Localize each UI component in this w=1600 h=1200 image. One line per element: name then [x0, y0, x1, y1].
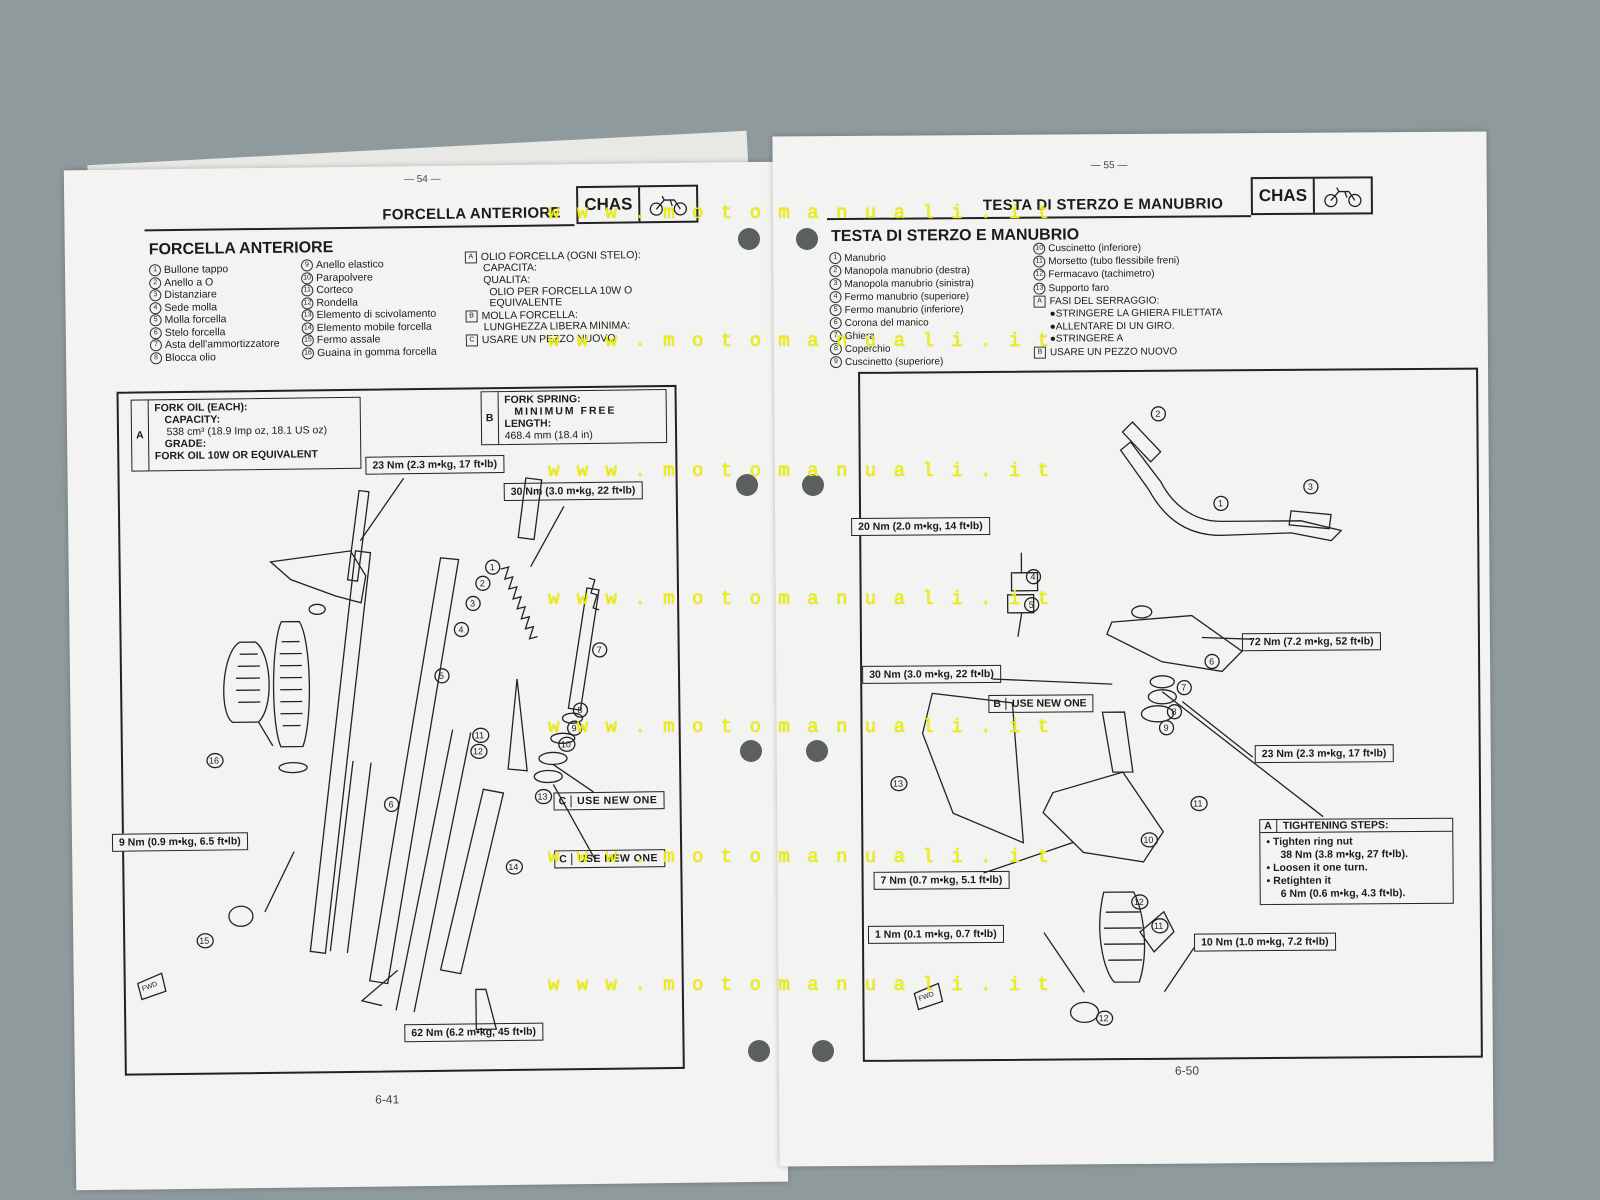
watermark: w w w . m o t o m a n u a l i . i t [547, 974, 1053, 996]
page-number-bottom: 6-41 [375, 1092, 400, 1107]
binder-hole [802, 474, 824, 496]
page-number-bottom: 6-50 [1174, 1063, 1200, 1078]
binder-hole [812, 1040, 834, 1062]
diagram-frame: 20 Nm (2.0 m•kg, 14 ft•lb) 72 Nm (7.2 m•… [851, 367, 1483, 1062]
svg-text:16: 16 [209, 756, 219, 766]
svg-text:13: 13 [537, 792, 547, 802]
svg-text:3: 3 [470, 598, 475, 608]
svg-text:8: 8 [577, 705, 582, 715]
motorcycle-icon [1324, 187, 1362, 208]
watermark: w w w . m o t o m a n u a l i . i t [547, 846, 1053, 868]
svg-text:10: 10 [561, 739, 571, 749]
svg-text:5: 5 [1029, 600, 1034, 610]
steering-head-exploded-diagram: 1 2 3 4 5 6 7 8 9 10 11 12 12 11 13 [890, 406, 1343, 1026]
watermark: w w w . m o t o m a n u a l i . i t [547, 202, 1053, 224]
left-page: — 54 — FORCELLA ANTERIORE CHAS FORCELLA … [63, 161, 789, 1191]
svg-text:12: 12 [1134, 897, 1144, 907]
svg-text:6: 6 [1209, 656, 1214, 666]
diagram-frame: A FORK OIL (EACH): CAPACITY: 538 cm³ (18… [111, 384, 685, 1076]
watermark: w w w . m o t o m a n u a l i . i t [547, 588, 1053, 610]
svg-text:5: 5 [439, 671, 444, 681]
motorcycle-icon [649, 195, 688, 216]
watermark: w w w . m o t o m a n u a l i . i t [547, 460, 1053, 482]
svg-text:11: 11 [475, 730, 484, 740]
svg-text:2: 2 [1155, 409, 1160, 419]
svg-text:12: 12 [1099, 1013, 1109, 1023]
binder-hole [738, 228, 760, 250]
page-number-top: — 55 — [1090, 160, 1128, 172]
svg-text:4: 4 [458, 625, 463, 635]
chas-badge: CHAS [1250, 176, 1374, 216]
right-page: — 55 — TESTA DI STERZO E MANUBRIO CHAS T… [772, 131, 1494, 1167]
svg-text:9: 9 [1164, 723, 1169, 733]
svg-text:8: 8 [1171, 707, 1176, 717]
header-rule [144, 224, 575, 232]
svg-text:1: 1 [1218, 498, 1223, 508]
binder-hole [740, 740, 762, 762]
svg-text:12: 12 [473, 746, 483, 756]
binder-hole [796, 228, 818, 250]
svg-text:2: 2 [480, 578, 485, 588]
binder-hole [736, 474, 758, 496]
svg-text:1: 1 [490, 562, 495, 572]
svg-text:14: 14 [508, 862, 518, 872]
binder-hole [748, 1040, 770, 1062]
note-line: ●STRINGERE LA GHIERA FILETTATA [1049, 307, 1223, 320]
svg-text:10: 10 [1143, 835, 1153, 845]
page-number-top: — 54 — [403, 173, 441, 186]
chas-badge: CHAS [576, 184, 699, 225]
section-subheading: FORCELLA ANTERIORE [148, 239, 334, 259]
svg-text:9: 9 [572, 723, 577, 733]
binder-hole [806, 740, 828, 762]
svg-text:7: 7 [1181, 683, 1186, 693]
watermark: w w w . m o t o m a n u a l i . i t [547, 716, 1053, 738]
svg-text:15: 15 [199, 936, 209, 946]
svg-text:11: 11 [1154, 921, 1163, 931]
svg-text:7: 7 [597, 645, 602, 655]
watermark: w w w . m o t o m a n u a l i . i t [547, 330, 1053, 352]
svg-text:3: 3 [1308, 482, 1313, 492]
front-fork-exploded-diagram: 1 2 3 4 5 6 7 8 9 10 11 12 13 14 15 16 [136, 477, 608, 1031]
svg-text:11: 11 [1193, 799, 1202, 809]
svg-text:13: 13 [893, 779, 903, 789]
svg-text:6: 6 [389, 799, 394, 809]
svg-text:4: 4 [1030, 572, 1035, 582]
